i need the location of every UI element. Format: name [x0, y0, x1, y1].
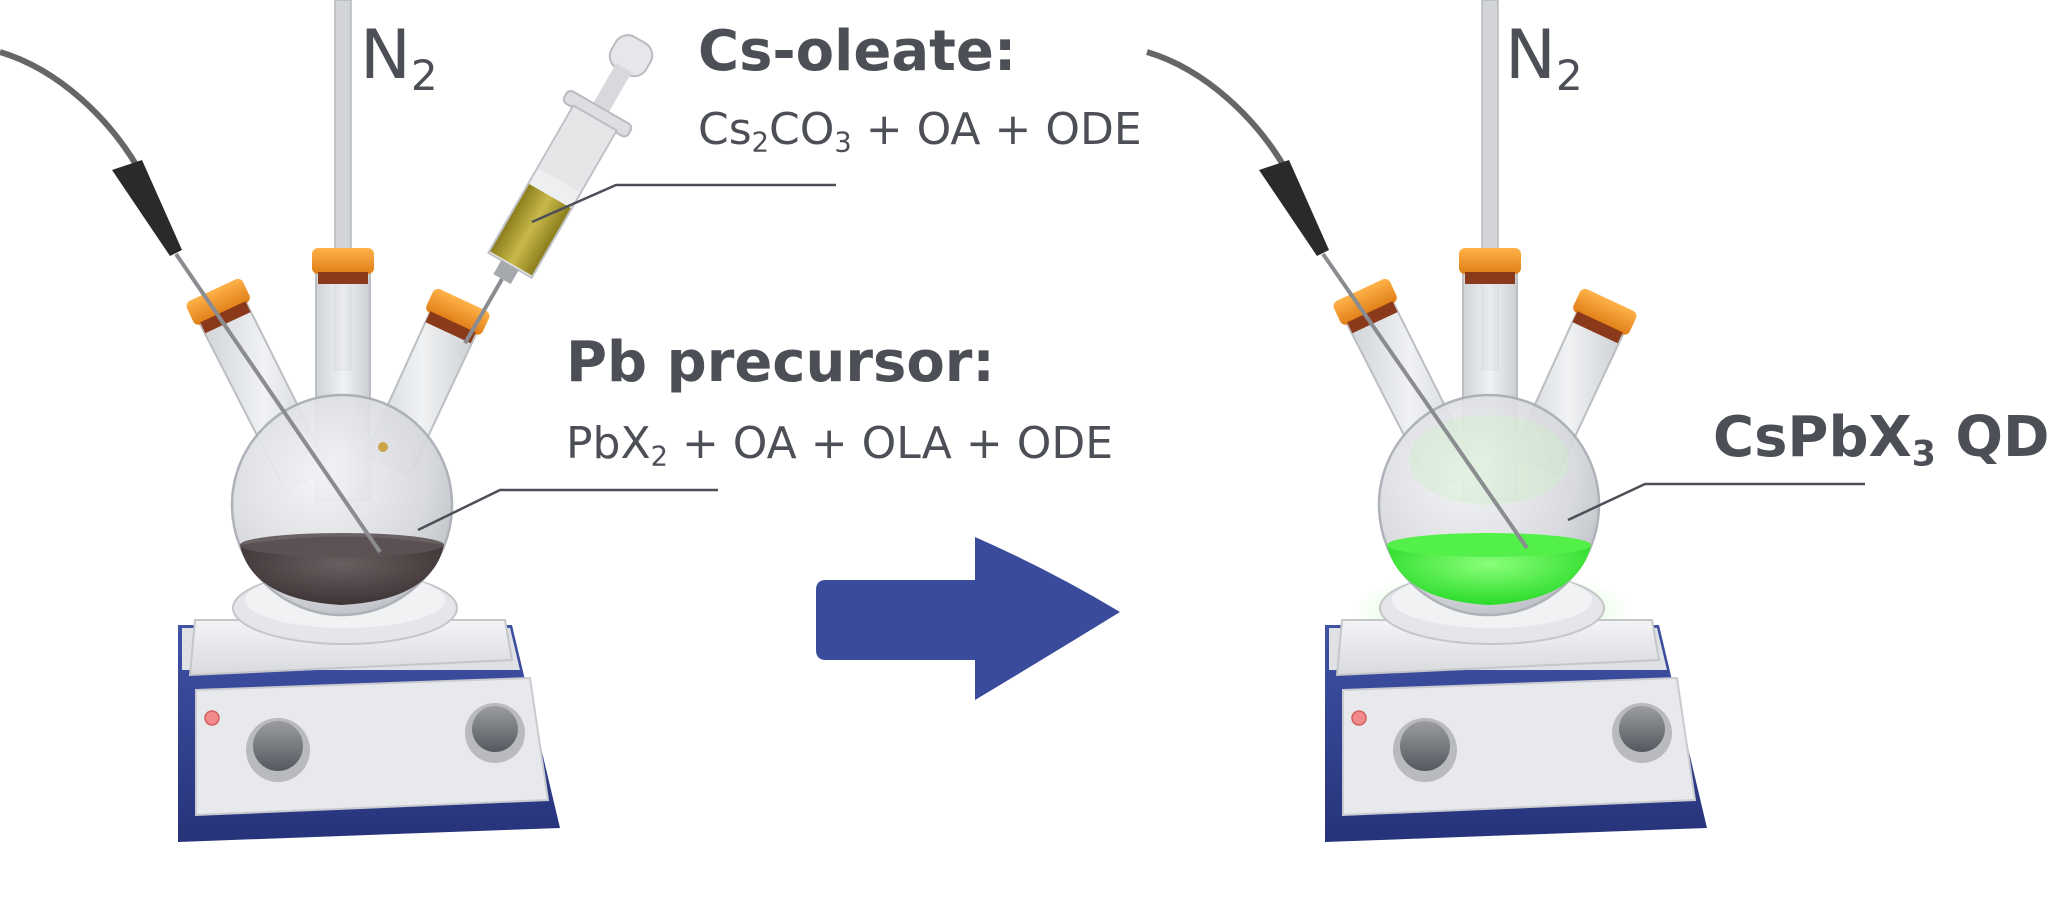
left-apparatus: [0, 0, 654, 844]
cs-oleate-title: Cs-oleate:: [698, 19, 1017, 84]
pb-precursor-formula: PbX2 + OA + OLA + ODE: [566, 418, 1114, 473]
right-apparatus: [1146, 0, 1709, 844]
oleate-drop: [378, 442, 388, 452]
leader-line-cs-oleate: [531, 183, 836, 224]
leader-line-pb-precursor: [417, 488, 718, 532]
product-label: CsPbX3 QDs: [1713, 405, 2048, 475]
right-arrow-icon: [816, 537, 1120, 700]
leader-line-product: [1567, 482, 1865, 522]
thermocouple-cable-left: [0, 49, 141, 170]
thermocouple-probe-icon: [1259, 160, 1529, 550]
n2-label-right: N2: [1505, 16, 1583, 100]
thermocouple-probe-icon: [112, 160, 382, 554]
pb-precursor-title: Pb precursor:: [566, 330, 995, 395]
syringe-icon: [463, 34, 654, 345]
n2-label-left: N2: [360, 16, 438, 100]
cs-oleate-formula: Cs2CO3 + OA + ODE: [698, 104, 1142, 159]
thermocouple-cable-right: [1146, 49, 1288, 170]
